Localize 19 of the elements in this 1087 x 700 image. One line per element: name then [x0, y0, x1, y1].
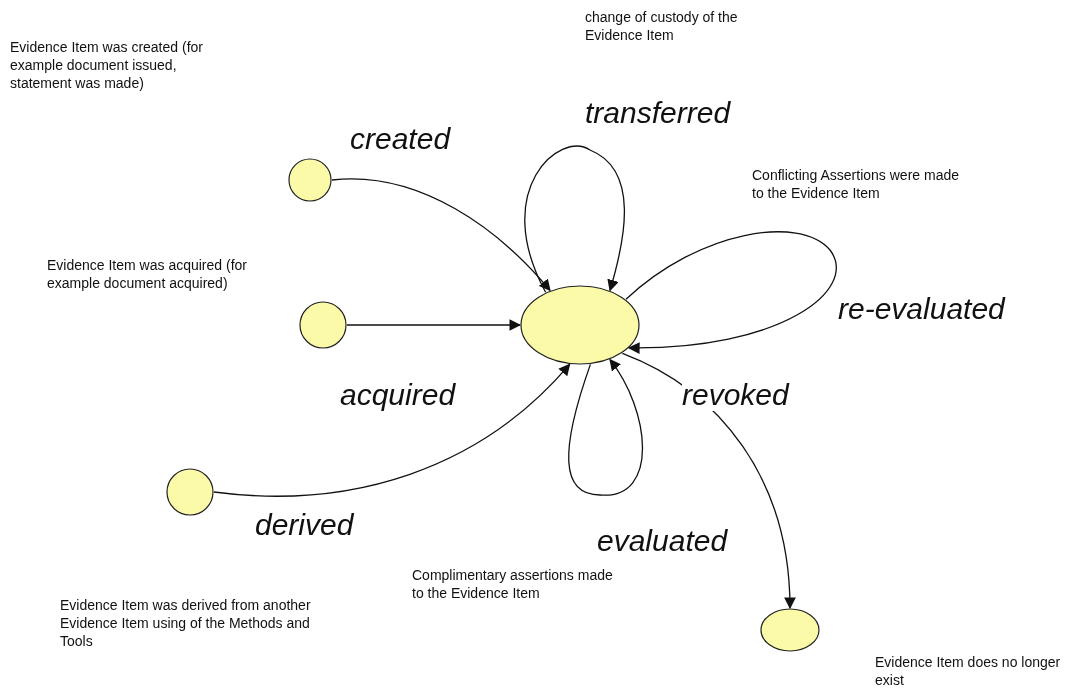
note-text: Evidence Item does no longer exist	[875, 653, 1062, 690]
arrow	[524, 145, 626, 293]
note-text: Evidence Item was derived from another Evidence Item using of the Methods and Tools	[60, 596, 312, 651]
arrow	[621, 352, 796, 610]
note-text: Evidence Item was acquired (for example document acquired)	[47, 256, 248, 293]
state-circle	[520, 285, 640, 365]
note-text: Evidence Item was created (for example document issued, statement was made)	[10, 38, 204, 93]
arrow	[625, 231, 837, 354]
arrow	[346, 319, 522, 331]
note-text: Conflicting Assertions were made to the Evidence Item	[752, 166, 960, 203]
note-text: change of custody of the Evidence Item	[585, 8, 739, 45]
state-circle	[166, 468, 214, 516]
state-circle	[760, 608, 820, 652]
arrow	[213, 363, 571, 497]
state-circle	[299, 301, 347, 349]
note-text: Complimentary assertions made to the Evidence Item	[412, 566, 614, 603]
arrow	[568, 358, 644, 496]
arrow	[331, 178, 551, 292]
state-circle	[288, 158, 332, 202]
